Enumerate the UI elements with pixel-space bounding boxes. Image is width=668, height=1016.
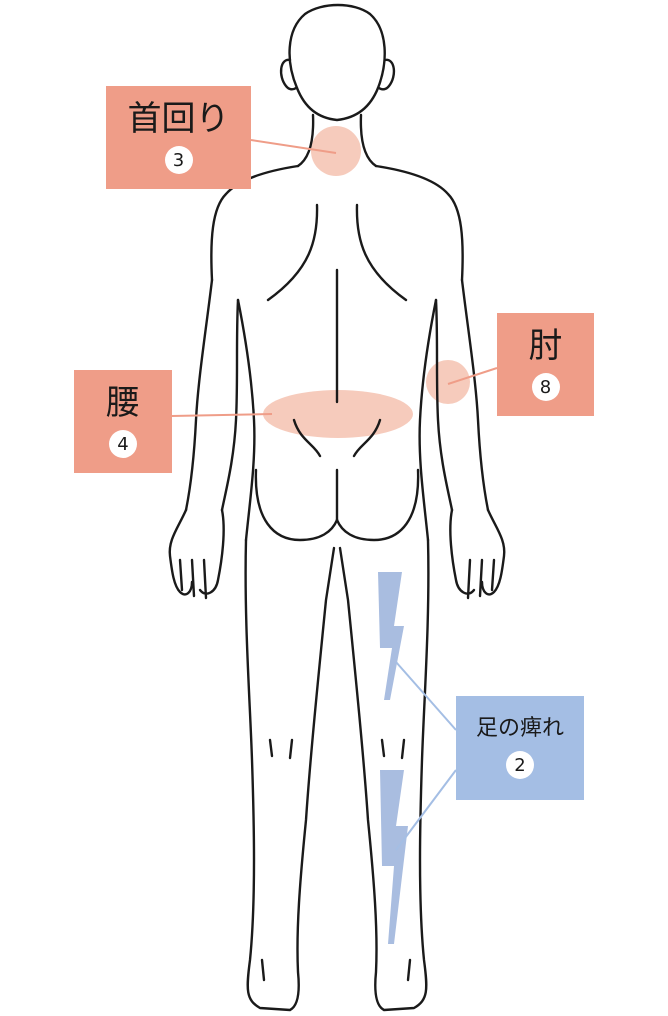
legs-count-badge: 2 [506, 751, 534, 780]
elbow-label-box: 肘 8 [497, 313, 594, 416]
waist-count-badge: 4 [109, 430, 137, 459]
elbow-leader-line [447, 367, 498, 385]
neck-count-badge: 3 [164, 146, 193, 175]
neck-pain-area [311, 126, 361, 176]
elbow-pain-area [426, 360, 470, 404]
numbness-bolt-lower-icon [380, 770, 408, 944]
neck-leader-line [250, 139, 337, 154]
waist-pain-area [263, 390, 413, 438]
elbow-count-badge: 8 [531, 373, 560, 402]
elbow-label-title: 肘 [528, 325, 563, 366]
waist-leader-line [171, 413, 273, 417]
legs-leader-line-lower [395, 769, 457, 851]
legs-label-title: 足の痺れ [475, 715, 564, 741]
legs-numbness-label-box: 足の痺れ 2 [456, 696, 584, 800]
body-outline [168, 3, 506, 1012]
neck-label-title: 首回り [127, 98, 230, 139]
legs-leader-line-upper [395, 661, 457, 731]
neck-label-box: 首回り 3 [106, 86, 251, 189]
waist-label-box: 腰 4 [74, 370, 172, 473]
waist-label-title: 腰 [106, 382, 140, 423]
numbness-bolt-upper-icon [378, 572, 404, 700]
